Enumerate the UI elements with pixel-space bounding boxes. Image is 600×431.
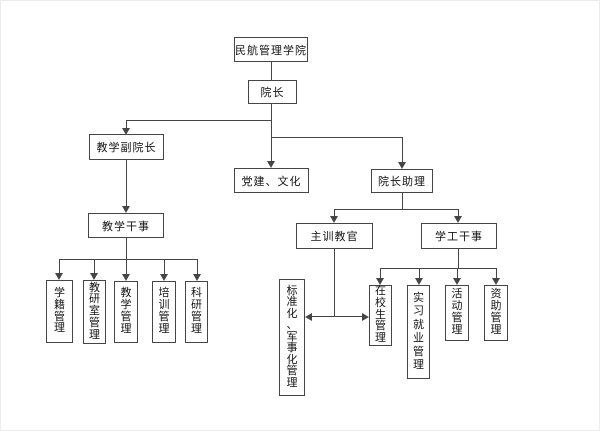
node-label: 在校生管理 [375,285,386,345]
node-label: 院长 [260,87,285,99]
node-training-mgmt: 培训管理 [152,281,176,343]
node-label: 培训管理 [158,287,170,335]
node-teaching-officer: 教学干事 [88,213,164,238]
node-activity-mgmt: 活动管理 [445,285,469,341]
arrow-down-icon [90,273,98,280]
node-label: 民航管理学院 [235,44,307,57]
node-root: 民航管理学院 [234,37,308,62]
arrow-down-icon [453,278,461,285]
connector-line [94,259,95,274]
connector-line [334,209,459,210]
node-scientific-research-mgmt: 科研管理 [185,281,208,343]
connector-line [126,238,127,259]
node-chief-training-instructor: 主训教官 [296,223,373,249]
node-label: 学工干事 [435,231,483,243]
arrow-down-icon [492,278,500,285]
node-teaching-vice-dean: 教学副院长 [89,134,164,160]
connector-line [458,249,459,268]
connector-line [334,209,335,217]
arrow-down-icon [415,278,423,285]
connector-line [59,259,198,260]
arrow-left-icon [305,313,312,321]
node-dean: 院长 [248,80,297,104]
node-teaching-research-office-mgmt: 教研室管理 [83,280,106,344]
connector-line [402,193,403,209]
arrow-down-icon [122,274,130,281]
connector-line [380,268,381,279]
node-label: 资助管理 [490,288,502,336]
node-label: 教学管理 [120,287,132,335]
arrow-right-icon [362,313,369,321]
connector-line [402,137,403,163]
node-standardization-militarization-mgmt: 标准化、军事化管理 [279,279,305,396]
node-label: 活动管理 [451,288,463,336]
connector-line [334,249,335,317]
node-dean-assistant: 院长助理 [371,169,433,193]
node-label: 标准化、军事化管理 [286,284,298,389]
arrow-down-icon [160,274,168,281]
connector-line [197,259,198,275]
connector-line [496,268,497,279]
arrow-down-icon [454,216,462,223]
arrow-down-icon [267,161,275,168]
connector-line [126,120,127,129]
node-label: 教学副院长 [96,142,157,154]
connector-line [271,62,272,80]
connector-line [312,316,362,317]
node-label: 科研管理 [191,287,202,335]
connector-line [271,137,272,162]
node-student-roll-mgmt: 学籍管理 [46,280,73,343]
arrow-down-icon [330,216,338,223]
connector-line [59,259,60,274]
connector-line [164,259,165,275]
node-party-building-culture: 党建、文化 [234,168,309,193]
node-label: 实习就业管理 [413,291,424,372]
node-label: 党建、文化 [241,175,302,188]
arrow-down-icon [376,278,384,285]
connector-line [271,137,403,138]
node-financial-aid-mgmt: 资助管理 [484,285,508,341]
connector-line [419,268,420,279]
node-label: 学籍管理 [54,286,65,335]
connector-line [380,268,497,269]
arrow-down-icon [122,206,130,213]
node-label: 院长助理 [378,176,426,188]
node-student-affairs-officer: 学工干事 [421,223,497,249]
connector-line [271,104,272,121]
node-internship-employment-mgmt: 实习就业管理 [407,285,430,379]
connector-line [458,209,459,217]
connector-line [126,160,127,207]
node-enrolled-students-mgmt: 在校生管理 [369,285,392,346]
node-teaching-mgmt: 教学管理 [114,281,138,343]
node-label: 教研室管理 [89,281,100,341]
node-label: 教学干事 [102,220,150,233]
connector-line [126,120,272,121]
connector-line [126,259,127,275]
connector-line [457,268,458,279]
arrow-down-icon [55,273,63,280]
arrow-down-icon [398,162,406,169]
arrow-down-icon [122,128,130,135]
node-label: 主训教官 [310,231,359,243]
connector-line [271,120,272,137]
arrow-down-icon [193,274,201,281]
